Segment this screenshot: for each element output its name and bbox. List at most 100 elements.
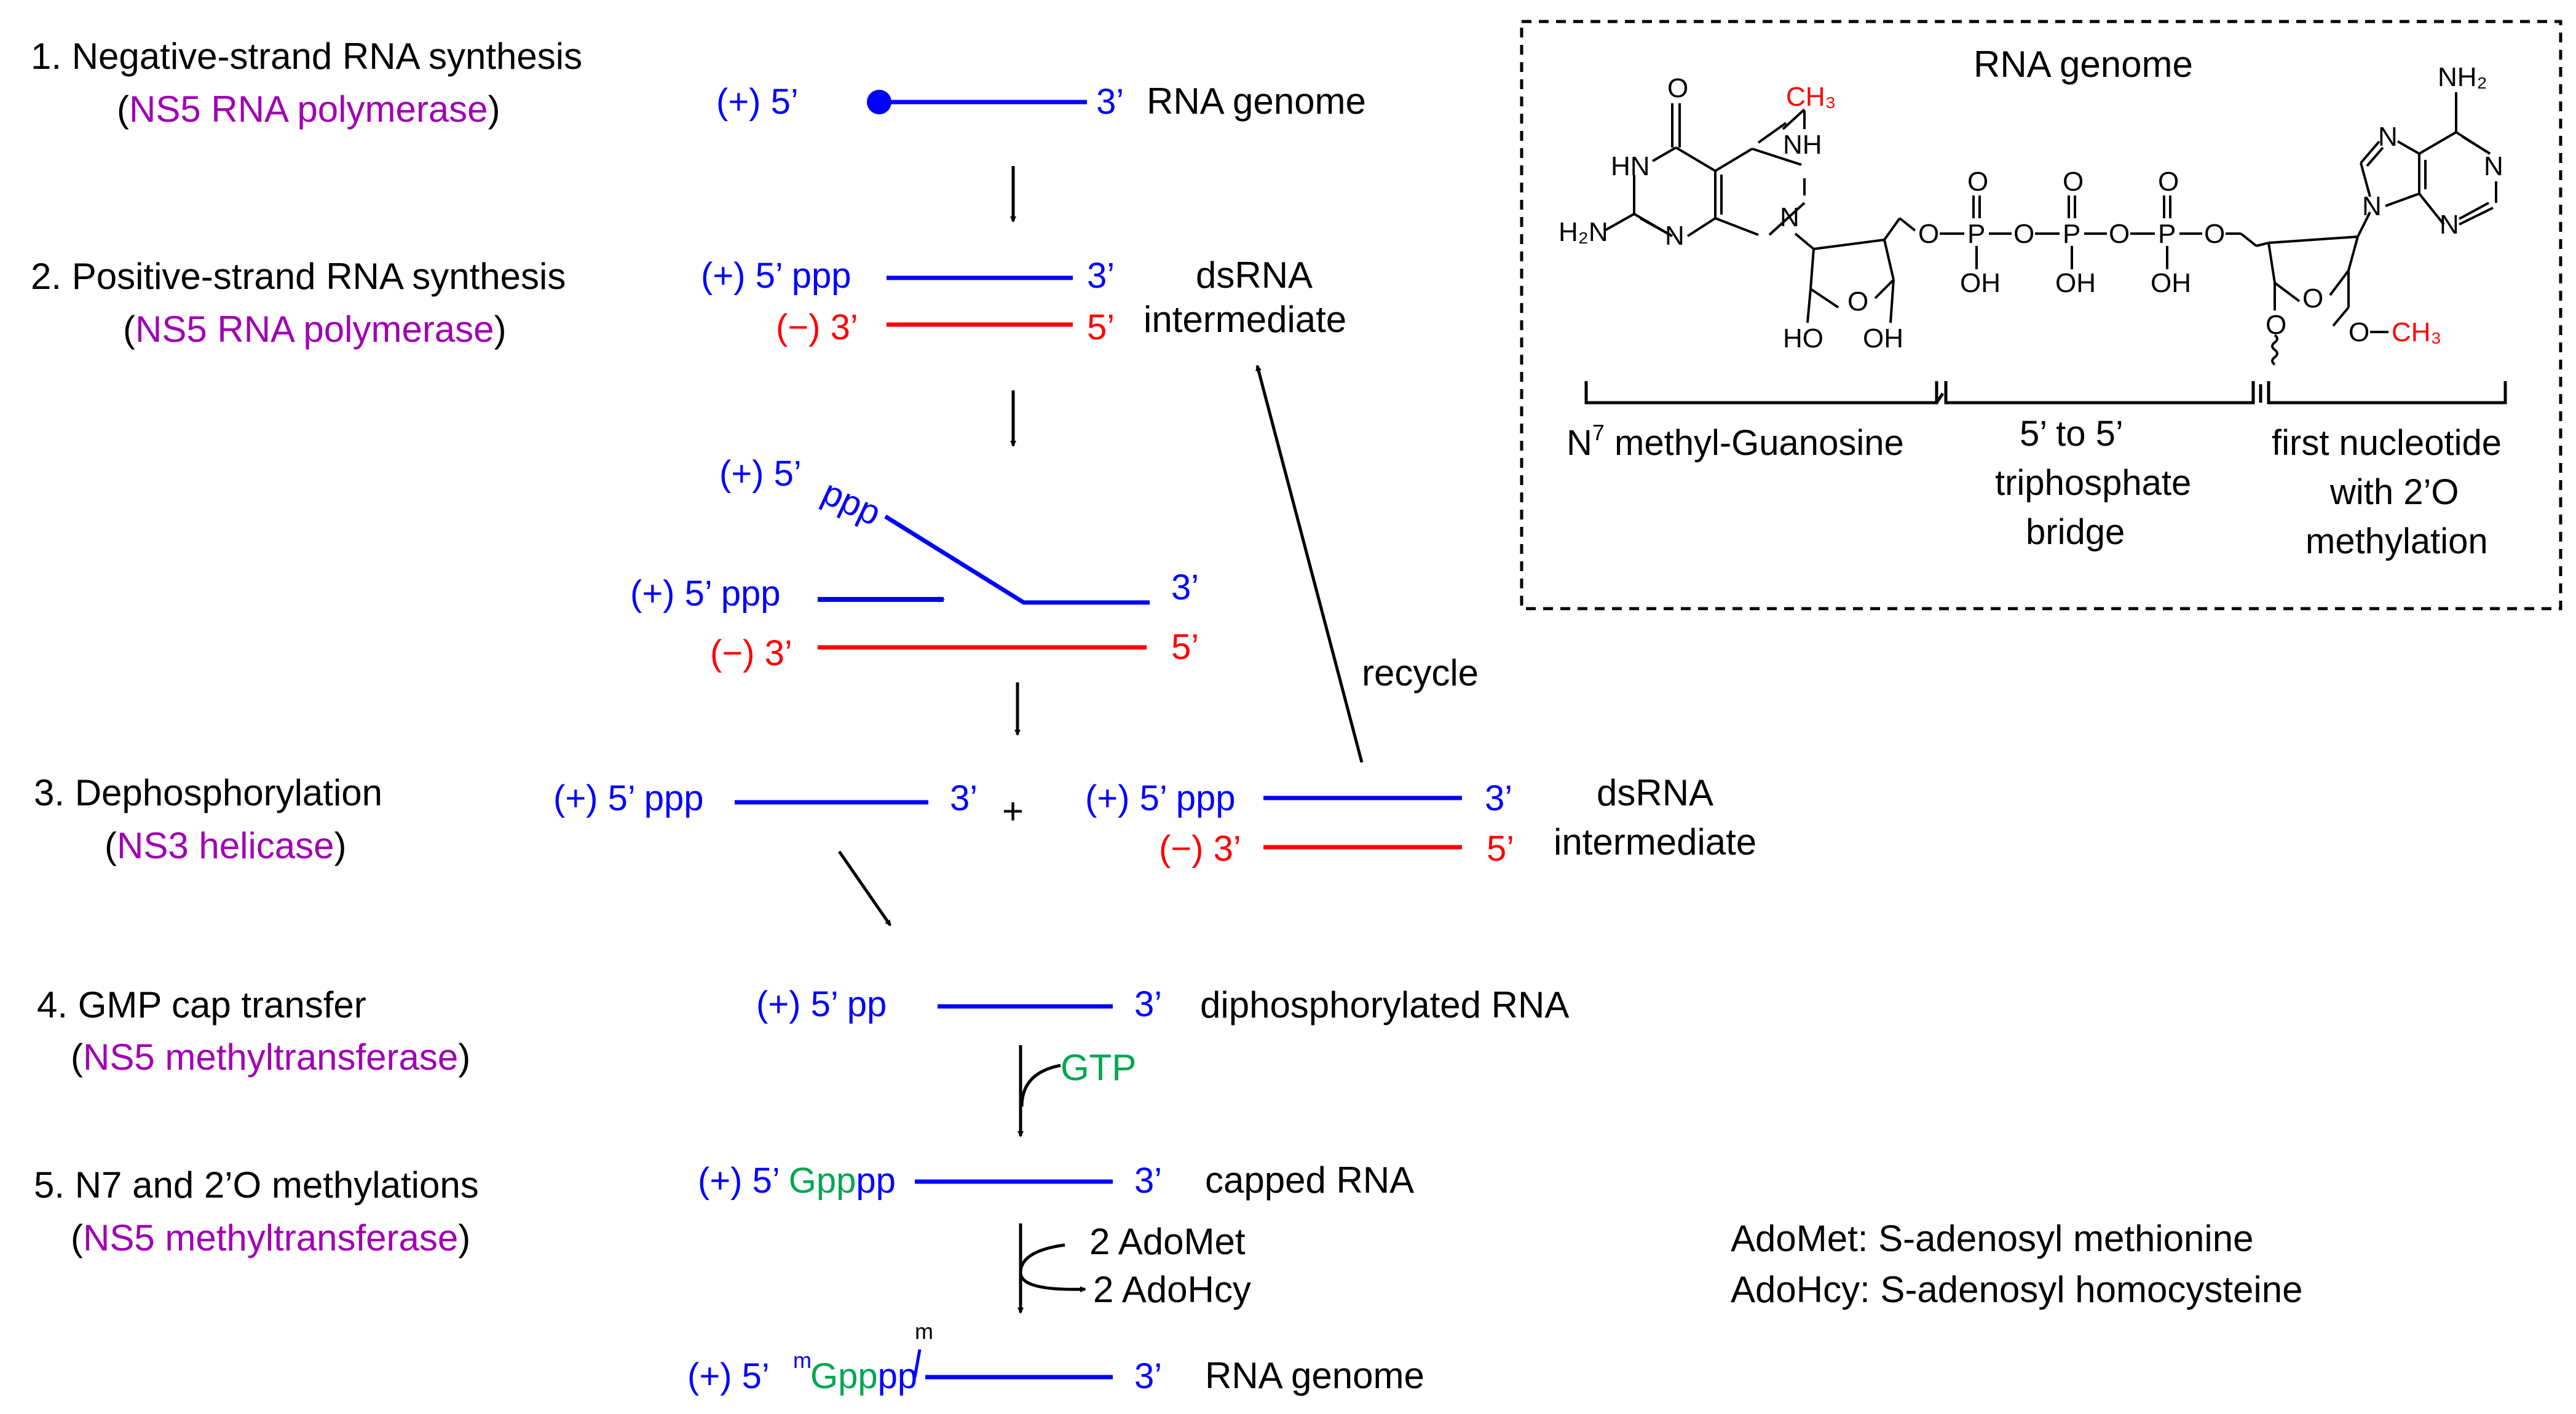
bridge-O2: O [2013, 219, 2034, 249]
atom-N7H: NH [1783, 130, 1822, 160]
guanine-base [1604, 103, 1806, 237]
step-3-label: 3. Dephosphorylation [34, 772, 382, 813]
step-4-label: 4. GMP cap transfer [37, 984, 366, 1025]
rna-genome-label: RNA genome [1147, 81, 1366, 122]
group-bridge-line3: bridge [2026, 512, 2125, 552]
atom-O: O [1667, 73, 1688, 103]
diphosphorylated-label: diphosphorylated RNA [1200, 984, 1569, 1025]
displaced-plus-5prime: (+) 5’ [719, 454, 802, 494]
arrow-step3-to-4 [837, 850, 892, 926]
two-prime-O: O [2349, 317, 2369, 347]
step-1: 1. Negative-strand RNA synthesis (NS5 RN… [31, 36, 582, 130]
P2: P [2063, 219, 2080, 249]
P2-OH: OH [2055, 268, 2096, 298]
row-1-genome: (+) 5’ 3’ RNA genome [716, 81, 1366, 122]
inset-title: RNA genome [1973, 44, 2193, 85]
methyl-tick [913, 1349, 922, 1378]
recycle-label: recycle [1362, 652, 1479, 693]
final-m-superscript: m [793, 1348, 812, 1373]
row-5-capped: (+) 5’ Gpppp 3’ capped RNA [698, 1159, 1414, 1201]
adomet-curve [1019, 1243, 1086, 1293]
step-3: 3. Dephosphorylation (NS3 helicase) [34, 772, 382, 866]
strand-displacement: (+) 5’ ppp 3’ (+) 5’ ppp (−) 3’ 5’ [630, 454, 1199, 673]
step-4-enzyme: (NS5 methyltransferase) [71, 1037, 470, 1078]
step-5-label: 5. N7 and 2’O methylations [34, 1164, 479, 1206]
minus-3prime: (−) 3’ [710, 633, 792, 673]
group-guanosine-label: N7 methyl-Guanosine [1567, 420, 1904, 463]
three-prime-label: 3’ [1134, 984, 1162, 1024]
final-m-2prime: m [915, 1319, 933, 1344]
two-prime-O-CH3: CH₃ [2392, 317, 2441, 347]
P1-OH: OH [1960, 268, 2001, 298]
rna-genome-label: RNA genome [1205, 1355, 1424, 1396]
plus-sign: + [1002, 791, 1024, 832]
five-prime-label: 5’ [1087, 307, 1115, 347]
group-nucleotide-line1: first nucleotide [2272, 423, 2502, 463]
step-5-enzyme: (NS5 methyltransferase) [71, 1217, 470, 1258]
atom-HO: HO [1783, 323, 1823, 354]
legend-adomet: AdoMet: S-adenosyl methionine [1731, 1218, 2254, 1259]
adenine-N1: N [2484, 151, 2503, 181]
three-prime-label: 3’ [1096, 82, 1124, 122]
inset-border [1520, 20, 2562, 610]
P3-OH: OH [2151, 268, 2191, 298]
step-4: 4. GMP cap transfer (NS5 methyltransfera… [37, 984, 470, 1078]
step-1-label: 1. Negative-strand RNA synthesis [31, 36, 582, 77]
atom-N: N [1665, 221, 1685, 251]
step-3-enzyme: (NS3 helicase) [105, 825, 347, 866]
plus-5prime-pp: (+) 5’ pp [756, 984, 887, 1024]
P3: P [2158, 219, 2176, 249]
group-nucleotide-line3: methylation [2305, 521, 2488, 561]
adenine-N7: N [2378, 122, 2398, 152]
new-plus-5prime-ppp: (+) 5’ ppp [630, 574, 781, 614]
displaced-strand-line [884, 515, 1150, 605]
adenine-N9: N [2362, 191, 2382, 221]
legend-adohcy: AdoHcy: S-adenosyl homocysteine [1731, 1269, 2302, 1310]
bridge-O4: O [2204, 219, 2225, 249]
displaced-ppp: ppp [816, 472, 887, 534]
atom-H2N: H₂N [1559, 217, 1608, 247]
recycle-arrow [1255, 365, 1364, 763]
adenine-N3: N [2440, 210, 2459, 240]
cap-structure-inset: RNA genome O HN H₂N N N NH CH₃ [1520, 20, 2562, 610]
guanosine-ribose [1794, 217, 1916, 323]
P2-O: O [2063, 167, 2084, 197]
adenine-NH2: NH₂ [2438, 62, 2487, 92]
adenosine-ribose-O: O [2302, 283, 2323, 314]
row-3-products: (+) 5’ ppp 3’ + (+) 5’ ppp 3’ (−) 3’ 5’ … [553, 772, 1756, 869]
bridge-O1: O [1918, 219, 1939, 249]
step-2: 2. Positive-strand RNA synthesis (NS5 RN… [31, 256, 566, 350]
P1: P [1967, 219, 1985, 249]
step-5: 5. N7 and 2’O methylations (NS5 methyltr… [34, 1164, 479, 1258]
bridge-O3: O [2109, 219, 2130, 249]
atom-N9: N [1780, 202, 1800, 232]
plus-5prime-gppp: (+) 5’ Gpppp [698, 1161, 896, 1201]
dsrna-label: dsRNA [1196, 255, 1313, 296]
atom-HN: HN [1611, 151, 1650, 181]
step-2-label: 2. Positive-strand RNA synthesis [31, 256, 566, 297]
adohcy-label: 2 AdoHcy [1093, 1269, 1251, 1310]
three-prime-label: 3’ [1171, 567, 1199, 607]
phosphodiester-O: O [2266, 310, 2286, 340]
dsrna-minus-3prime: (−) 3’ [1159, 829, 1241, 869]
three-prime-label: 3’ [1134, 1356, 1162, 1396]
adenine-base [2360, 92, 2497, 226]
three-prime-label: 3’ [950, 778, 978, 818]
gtp-curve [1020, 1064, 1061, 1107]
final-gppp: Gpppp [810, 1356, 917, 1396]
row-4-diphosphorylated: (+) 5’ pp 3’ diphosphorylated RNA [756, 984, 1569, 1025]
step-1-enzyme: (NS5 RNA polymerase) [117, 89, 500, 130]
gtp-label: GTP [1061, 1047, 1136, 1088]
group-brackets [1584, 381, 2507, 405]
step-2-enzyme: (NS5 RNA polymerase) [123, 309, 507, 350]
plus-5prime-label: (+) 5’ [716, 82, 799, 122]
capped-rna-label: capped RNA [1205, 1159, 1414, 1201]
five-prime-label: 5’ [1487, 829, 1514, 869]
three-prime-label: 3’ [1087, 256, 1115, 296]
triphosphate-bridge: O P O P O P O O O O OH OH OH [1918, 167, 2258, 298]
five-prime-label: 5’ [1171, 627, 1199, 667]
plus-5prime-ppp: (+) 5’ ppp [701, 256, 851, 296]
atom-OH: OH [1863, 323, 1903, 354]
ribose-O: O [1847, 286, 1868, 317]
